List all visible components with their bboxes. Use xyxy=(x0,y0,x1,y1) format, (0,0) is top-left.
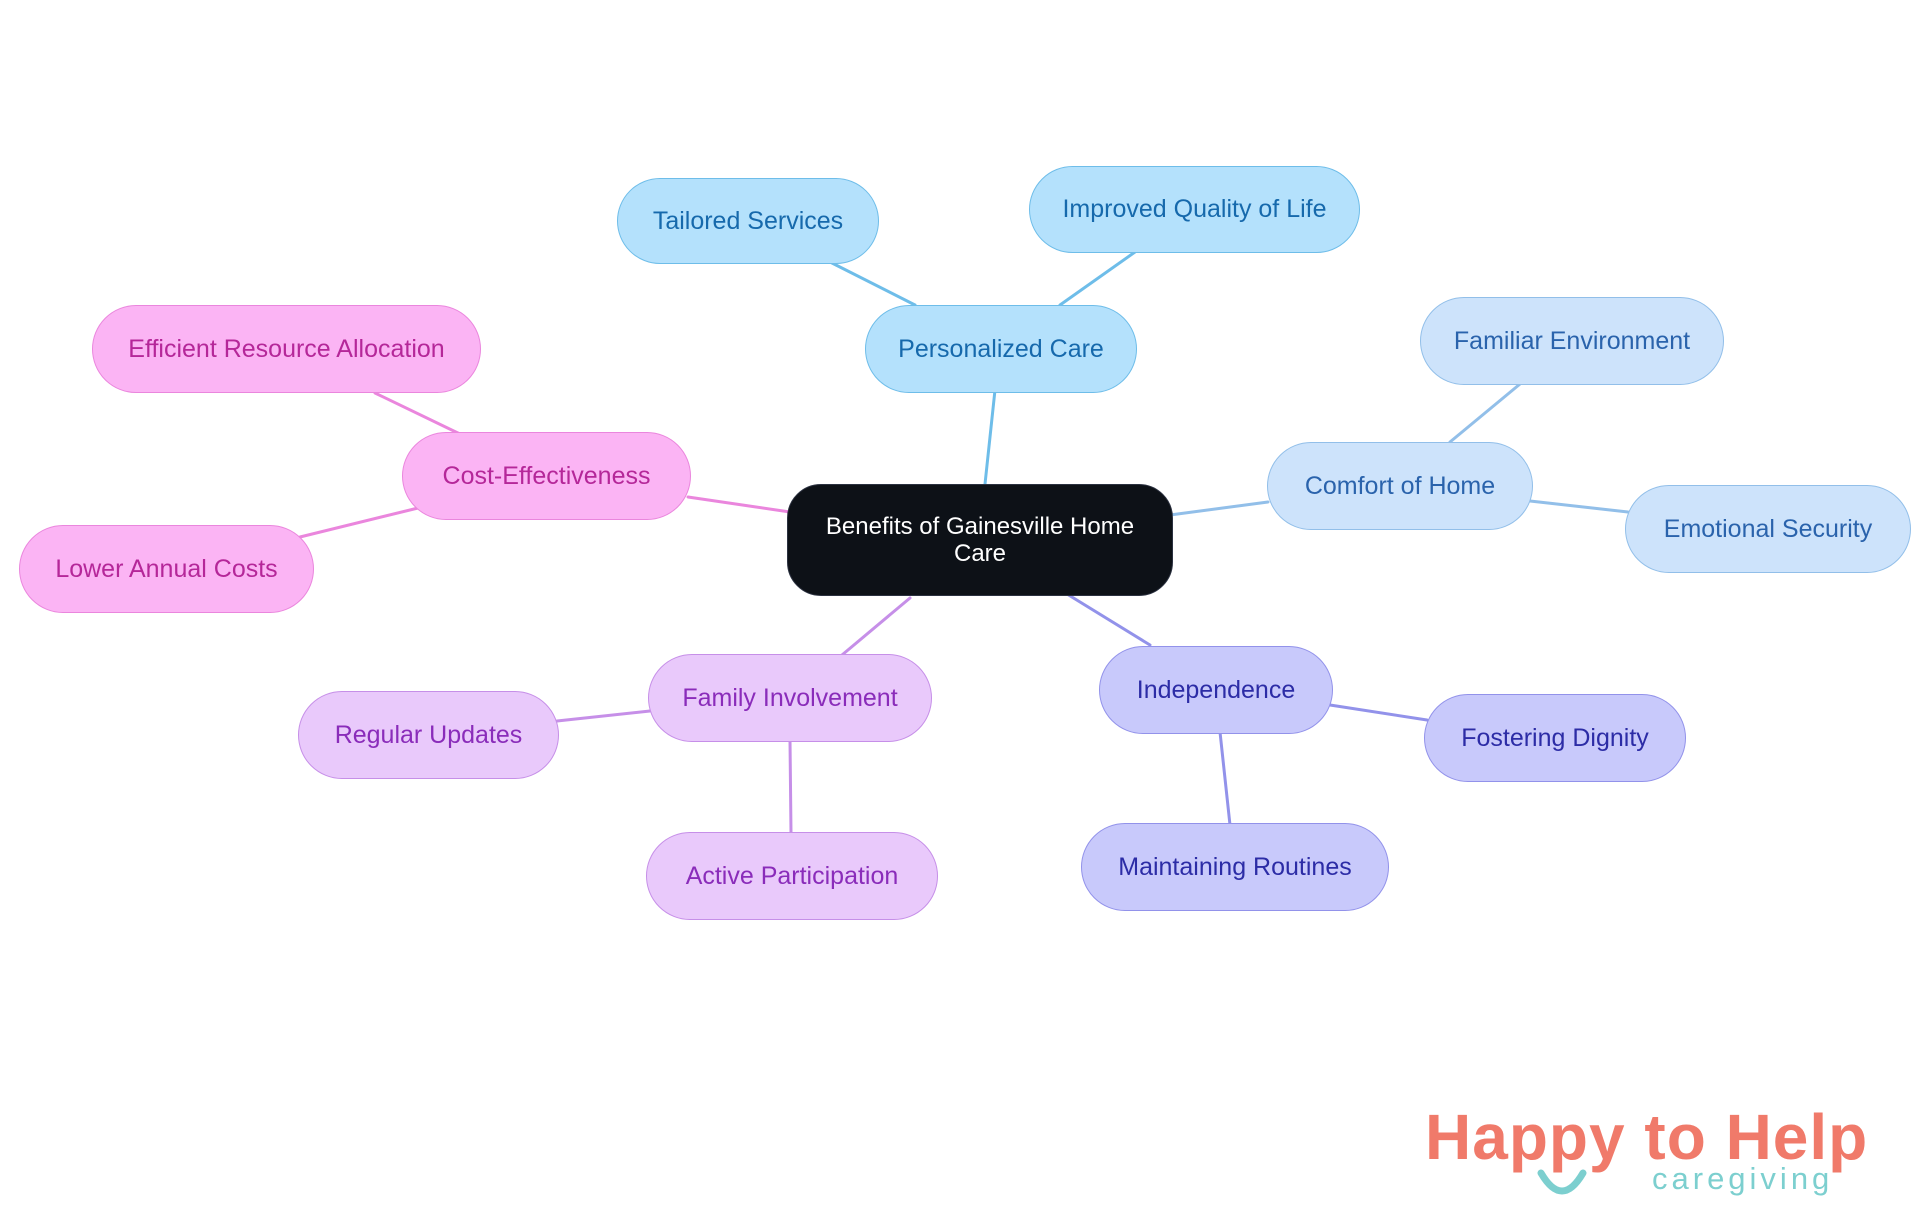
edge-root-personalized-care xyxy=(983,388,997,486)
smile-icon xyxy=(1537,1169,1587,1195)
root-node[interactable]: Benefits of Gainesville Home Care xyxy=(787,484,1173,596)
edge-root-comfort-of-home xyxy=(1168,500,1270,517)
node-fostering-dignity[interactable]: Fostering Dignity xyxy=(1424,694,1686,782)
brand-logo: Happy to Help caregiving xyxy=(1425,1105,1885,1205)
edge-root-family-involvement xyxy=(840,596,912,657)
node-familiar-environment[interactable]: Familiar Environment xyxy=(1420,297,1724,385)
edge-comfort-emotional-security xyxy=(1528,499,1630,514)
node-personalized-care[interactable]: Personalized Care xyxy=(865,305,1137,393)
edge-independence-maintaining-routines xyxy=(1218,730,1232,827)
node-improved-quality-of-life[interactable]: Improved Quality of Life xyxy=(1029,166,1360,253)
edge-comfort-familiar-environment xyxy=(1448,382,1522,444)
edge-independence-fostering-dignity xyxy=(1328,703,1429,722)
node-lower-annual-costs[interactable]: Lower Annual Costs xyxy=(19,525,314,613)
logo-subtitle-text: caregiving xyxy=(1652,1161,1834,1196)
edge-cost-efficient-resource xyxy=(373,391,462,436)
node-active-participation[interactable]: Active Participation xyxy=(646,832,938,920)
node-cost-effectiveness[interactable]: Cost-Effectiveness xyxy=(402,432,691,520)
node-tailored-services[interactable]: Tailored Services xyxy=(617,178,879,264)
node-family-involvement[interactable]: Family Involvement xyxy=(648,654,932,742)
edge-root-independence xyxy=(1065,592,1152,647)
node-efficient-resource-allocation[interactable]: Efficient Resource Allocation xyxy=(92,305,481,393)
edge-family-regular-updates xyxy=(555,709,652,723)
node-emotional-security[interactable]: Emotional Security xyxy=(1625,485,1911,573)
edge-root-cost-effectiveness xyxy=(686,495,792,514)
node-comfort-of-home[interactable]: Comfort of Home xyxy=(1267,442,1533,530)
logo-brand-text: Happy to Help xyxy=(1425,1101,1869,1173)
edge-personalized-care-improved-quality xyxy=(1058,250,1137,307)
edge-cost-lower-annual-costs xyxy=(298,506,420,539)
edge-personalized-care-tailored-services xyxy=(828,260,917,307)
edge-family-active-participation xyxy=(788,738,793,835)
node-maintaining-routines[interactable]: Maintaining Routines xyxy=(1081,823,1389,911)
node-independence[interactable]: Independence xyxy=(1099,646,1333,734)
node-regular-updates[interactable]: Regular Updates xyxy=(298,691,559,779)
